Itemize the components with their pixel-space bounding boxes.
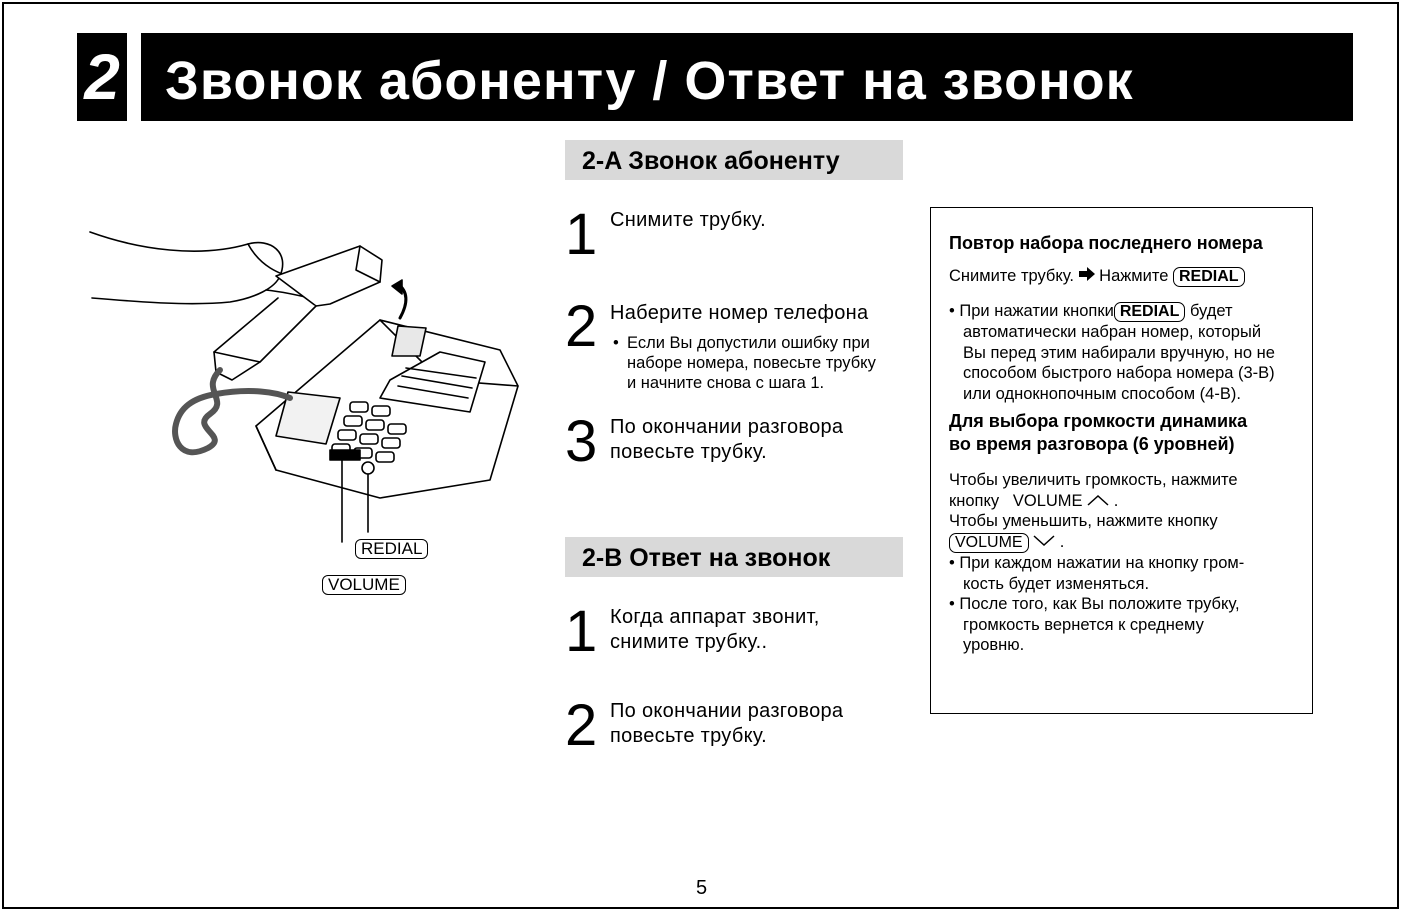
step-number: 3 [565, 409, 598, 474]
step-number: 2 [565, 294, 598, 359]
chapter-title-bar: Звонок абоненту / Ответ на звонок [141, 33, 1353, 121]
step-text: Когда аппарат звонит, снимите трубку.. [610, 606, 820, 653]
chevron-down-icon [1033, 532, 1055, 553]
redial-instruction: Снимите трубку. Нажмите REDIAL [949, 266, 1245, 287]
volume-notes: • При каждом нажатии на кнопку гром- кос… [949, 554, 1245, 654]
page-number: 5 [695, 877, 708, 899]
volume-down-instruction: Чтобы уменьшить, нажмите кнопку VOLUME . [949, 512, 1218, 553]
redial-heading: Повтор набора последнего номера [949, 233, 1263, 253]
section-a-heading: 2-A Звонок абоненту [565, 140, 903, 180]
step-text: По окончании разговора повесьте трубку. [610, 416, 844, 463]
section-b-heading: 2-B Ответ на звонок [565, 537, 903, 577]
volume-key-label: VOLUME [949, 532, 1029, 553]
volume-heading: Для выбора громкости динамика во время р… [949, 411, 1248, 454]
volume-up-instruction: Чтобы увеличить громкость, нажмите кнопк… [949, 471, 1238, 512]
step-number: 1 [565, 202, 598, 267]
chapter-number: 2 [77, 33, 127, 121]
step-note: •Если Вы допустили ошибку при наборе ном… [613, 334, 876, 392]
redial-label: REDIAL [355, 539, 429, 559]
redial-key-label: REDIAL [1113, 302, 1186, 322]
arrow-right-icon [1078, 266, 1095, 287]
chevron-up-icon [1087, 491, 1109, 512]
step-number: 2 [565, 693, 598, 758]
info-box: Повтор набора последнего номера Снимите … [930, 207, 1313, 714]
step-number: 1 [565, 599, 598, 664]
chapter-title: Звонок абоненту / Ответ на звонок [165, 51, 1134, 111]
redial-key-label: REDIAL [1173, 267, 1245, 287]
step-text: Наберите номер телефона [610, 302, 869, 324]
phone-illustration [80, 180, 550, 600]
volume-label: VOLUME [322, 575, 406, 595]
step-text: По окончании разговора повесьте трубку. [610, 700, 844, 747]
telephone-drawing [89, 231, 519, 543]
step-text: Снимите трубку. [610, 209, 766, 231]
